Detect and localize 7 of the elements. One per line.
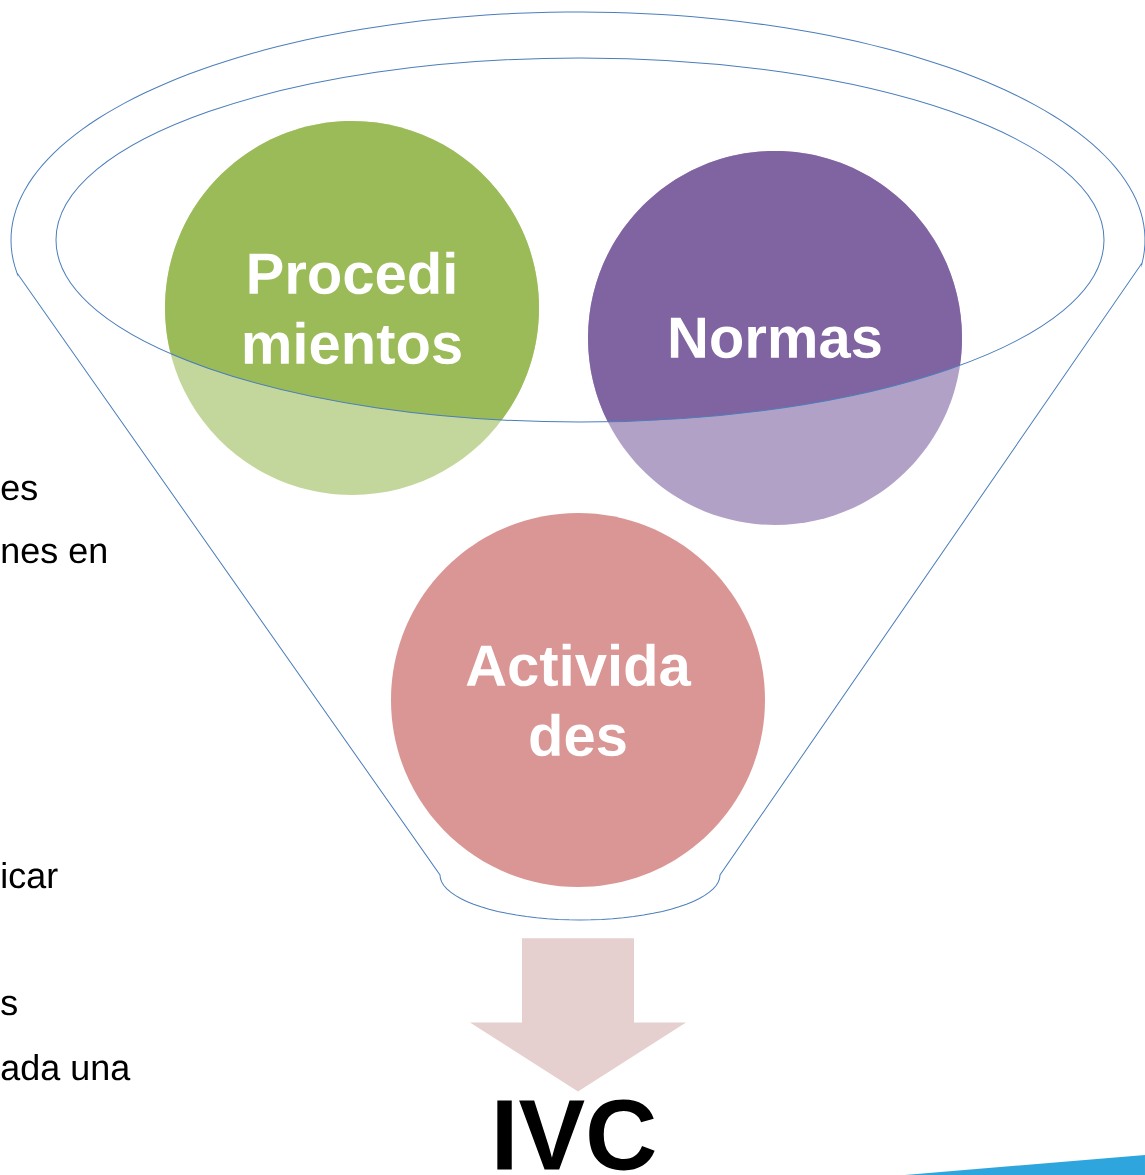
partial-text: icar <box>2 861 58 889</box>
partial-text: ada una <box>1 1053 131 1081</box>
partial-text: es <box>1 480 37 501</box>
result-text: IVC <box>497 1099 655 1171</box>
partial-text: s <box>1 995 17 1016</box>
block-arrow <box>470 938 686 1092</box>
partial-text: nes en <box>2 543 106 564</box>
